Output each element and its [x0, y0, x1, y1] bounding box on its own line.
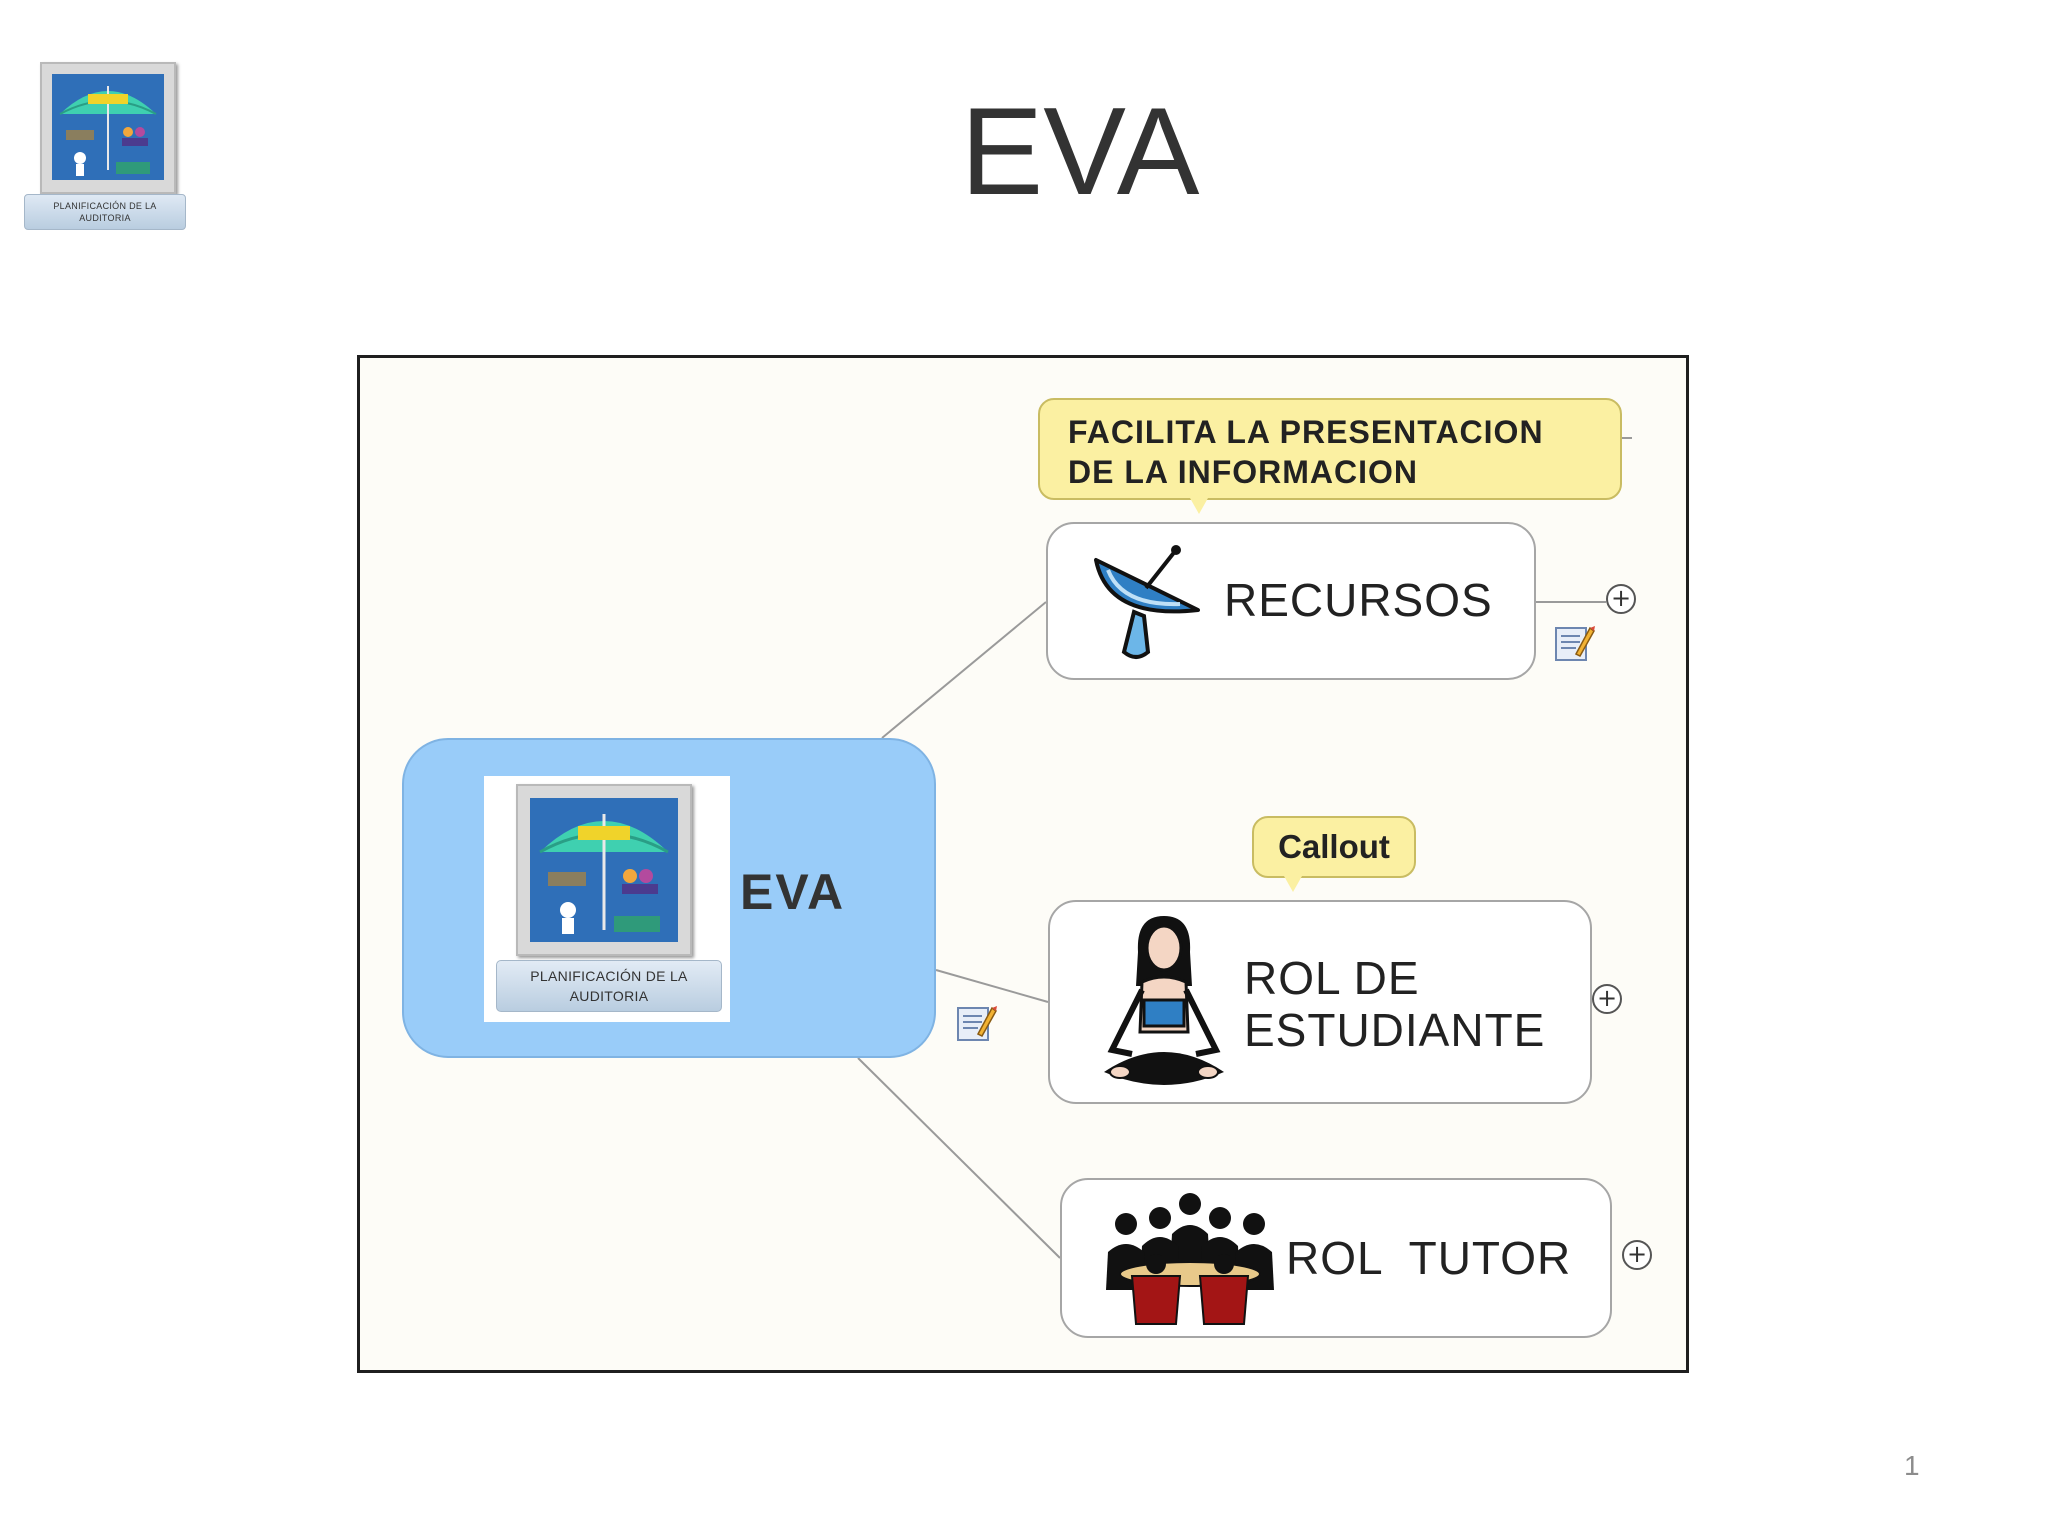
- topic-estudiante-line1: ROL DE: [1244, 952, 1420, 1004]
- callout-generic[interactable]: Callout: [1252, 816, 1416, 892]
- central-image-frame: [516, 784, 692, 956]
- mind-map-diagram: FACILITA LA PRESENTACION DE LA INFORMACI…: [357, 355, 1689, 1373]
- topic-rol-tutor[interactable]: ROL TUTOR: [1060, 1178, 1612, 1338]
- expand-recursos-button[interactable]: +: [1606, 584, 1636, 614]
- meditating-woman-icon: [1104, 916, 1224, 1085]
- note-edit-icon[interactable]: [1552, 620, 1596, 664]
- topic-tutor-label: ROL TUTOR: [1286, 1232, 1572, 1284]
- central-image-caption: PLANIFICACIÓN DE LA AUDITORIA: [496, 960, 722, 1012]
- callout-facilita-line1: FACILITA LA PRESENTACION: [1068, 414, 1544, 450]
- connector-recursos: [881, 601, 1047, 739]
- logo-caption: PLANIFICACIÓN DE LA AUDITORIA: [24, 194, 186, 230]
- central-caption-line2: AUDITORIA: [569, 988, 649, 1004]
- central-topic-eva[interactable]: PLANIFICACIÓN DE LA AUDITORIA EVA: [402, 738, 936, 1058]
- central-topic-label: EVA: [740, 864, 846, 920]
- note-edit-icon[interactable]: [954, 1000, 998, 1044]
- expand-tutor-button[interactable]: +: [1622, 1240, 1652, 1270]
- expand-estudiante-button[interactable]: +: [1592, 984, 1622, 1014]
- logo-caption-line1: PLANIFICACIÓN DE LA: [53, 201, 157, 211]
- meeting-group-icon: [1106, 1193, 1274, 1325]
- umbrella-planning-icon: [52, 74, 164, 180]
- topic-rol-estudiante[interactable]: ROL DE ESTUDIANTE: [1048, 900, 1592, 1104]
- logo-caption-line2: AUDITORIA: [79, 213, 131, 223]
- central-caption-line1: PLANIFICACIÓN DE LA: [530, 968, 688, 984]
- callout-facilita-line2: DE LA INFORMACION: [1068, 454, 1419, 490]
- topic-estudiante-line2: ESTUDIANTE: [1244, 1004, 1546, 1056]
- connector-tutor: [857, 1057, 1061, 1259]
- logo-frame: [40, 62, 176, 194]
- connector-lines: [857, 437, 1632, 1259]
- topic-recursos-label: RECURSOS: [1224, 574, 1493, 626]
- planning-logo: PLANIFICACIÓN DE LA AUDITORIA: [24, 62, 188, 232]
- umbrella-planning-icon: [530, 798, 678, 942]
- topic-estudiante-label: ROL DE ESTUDIANTE: [1244, 952, 1545, 1056]
- slide-title: EVA: [960, 83, 1200, 221]
- satellite-dish-icon: [1094, 545, 1200, 659]
- page-number: 1: [1904, 1450, 1920, 1481]
- callout-facilita[interactable]: FACILITA LA PRESENTACION DE LA INFORMACI…: [1038, 398, 1622, 514]
- connector-estudiante: [935, 969, 1049, 1003]
- central-topic-image: PLANIFICACIÓN DE LA AUDITORIA: [484, 776, 730, 1022]
- topic-recursos[interactable]: RECURSOS: [1046, 522, 1536, 680]
